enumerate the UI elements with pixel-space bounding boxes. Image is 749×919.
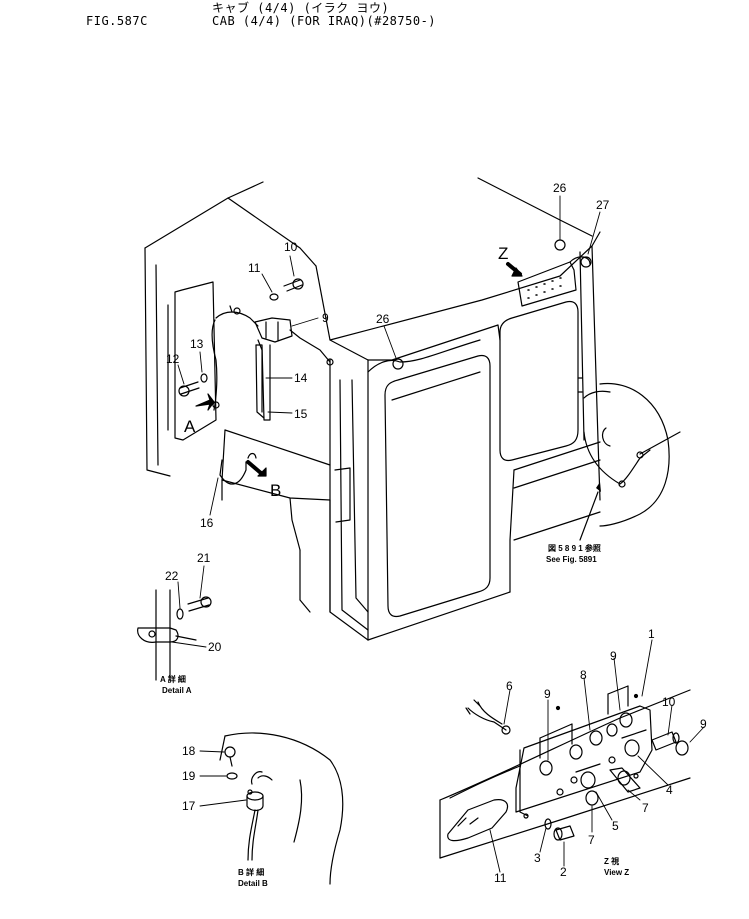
figure-number: FIG.587C xyxy=(86,14,148,28)
callout-labels: 10 11 9 13 12 14 15 16 26 26 27 21 22 20… xyxy=(165,181,707,879)
view-z-letter: Z xyxy=(498,244,508,263)
title-japanese: キャブ (4/4) (イラク ヨウ) xyxy=(212,1,390,15)
callout-10-label-final: 10 xyxy=(662,695,676,709)
view-b-letter: B xyxy=(270,481,281,500)
callout-15: 12 xyxy=(166,352,180,366)
view-arrow-b: B xyxy=(245,460,281,500)
callout-9-left: 9 xyxy=(544,687,551,701)
rear-fender xyxy=(583,382,681,527)
callout-9-top: 9 xyxy=(610,649,617,663)
callout-7-left: 7 xyxy=(588,833,595,847)
detail-a-caption-en: Detail A xyxy=(162,686,192,695)
view-a-letter: A xyxy=(184,417,196,436)
title-english: CAB (4/4) (FOR IRAQ)(#28750-) xyxy=(212,14,437,28)
reference-caption-en: See Fig. 5891 xyxy=(546,555,597,564)
callout-20: 17 xyxy=(182,799,196,813)
callout-1: 1 xyxy=(648,627,655,641)
callout-3: 3 xyxy=(534,851,541,865)
callout-12: 9 xyxy=(322,311,329,325)
callout-7-right: 7 xyxy=(642,801,649,815)
callout-22: 19 xyxy=(182,769,196,783)
leader-lines xyxy=(171,195,705,873)
reference-caption-jp: 図 5 8 9 1 参照 xyxy=(548,543,601,553)
callout-25: 22 xyxy=(165,569,179,583)
callout-4: 4 xyxy=(666,783,673,797)
callout-24: 21 xyxy=(197,551,211,565)
view-z-caption-en: View Z xyxy=(604,868,629,877)
callout-5: 5 xyxy=(612,819,619,833)
detail-b-caption-en: Detail B xyxy=(238,879,268,888)
detail-a-caption-jp: A 詳 細 xyxy=(160,674,186,684)
view-z-panel xyxy=(439,685,691,859)
cab-body xyxy=(144,177,601,641)
callout-2: 2 xyxy=(560,865,567,879)
view-arrow-z: Z xyxy=(498,244,523,277)
callout-13: 10 xyxy=(284,240,298,254)
detail-a xyxy=(137,589,212,681)
callout-26-roof: 26 xyxy=(376,312,390,326)
callout-26-rear: 26 xyxy=(553,181,567,195)
callout-8: 8 xyxy=(580,668,587,682)
callout-21: 18 xyxy=(182,744,196,758)
callout-9-right: 9 xyxy=(700,717,707,731)
detail-b xyxy=(219,732,344,885)
callout-11-label-final: 11 xyxy=(494,871,507,885)
callout-18: 15 xyxy=(294,407,308,421)
callout-14: 11 xyxy=(248,261,261,275)
view-arrow-a: A xyxy=(184,393,215,436)
callout-6: 6 xyxy=(506,679,513,693)
view-z-caption-jp: Z 視 xyxy=(604,856,619,866)
callout-27: 27 xyxy=(596,198,610,212)
callout-19: 16 xyxy=(200,516,214,530)
captions: A 詳 細 Detail A B 詳 細 Detail B Z 視 View Z… xyxy=(160,543,629,888)
reference-leader xyxy=(579,491,599,541)
detail-b-caption-jp: B 詳 細 xyxy=(238,867,264,877)
callout-23: 20 xyxy=(208,640,222,654)
callout-17: 14 xyxy=(294,371,308,385)
callout-16: 13 xyxy=(190,337,204,351)
